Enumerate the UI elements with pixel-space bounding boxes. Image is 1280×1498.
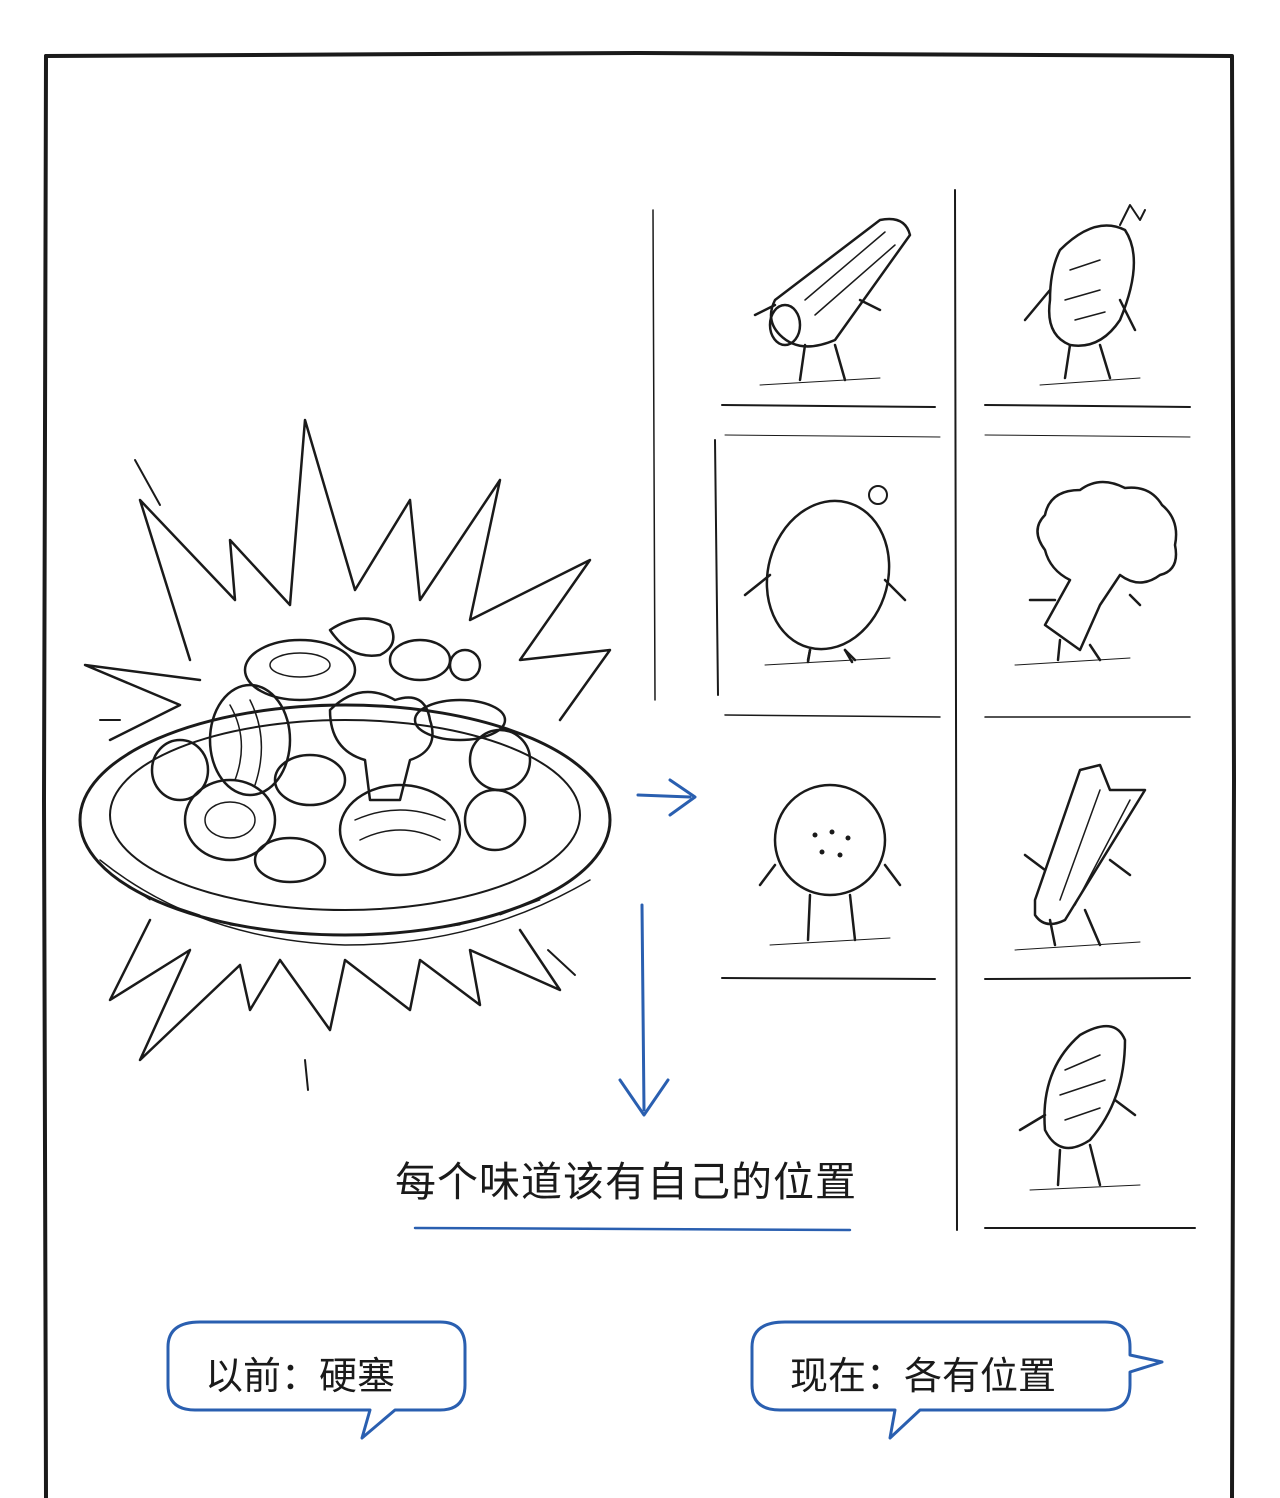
caption-underline [413,1226,852,1232]
speech-bubble-before [166,1320,467,1440]
vegetable-grid [652,189,1196,1231]
salad-plate-icon [78,617,612,946]
panel-frame [42,51,1236,1498]
bread-character-icon [1018,1025,1141,1191]
carrot-character-icon [1023,204,1146,386]
meatball-character-icon [758,783,902,946]
bubble-now-text: 现在：各有位置 [790,1354,1057,1398]
bubble-before-text: 以前：硬塞 [205,1354,396,1398]
zucchini-character-icon [753,217,912,386]
arrow-down-icon [618,903,670,1117]
potato-character-icon [743,485,907,666]
caption-text: 每个味道该有自己的位置 [395,1158,857,1206]
celery-character-icon [1014,763,1147,951]
broccoli-character-icon [1014,480,1178,666]
burst-icon [83,418,612,1091]
arrow-right-icon [636,778,697,817]
speech-bubble-now [750,1320,1164,1440]
